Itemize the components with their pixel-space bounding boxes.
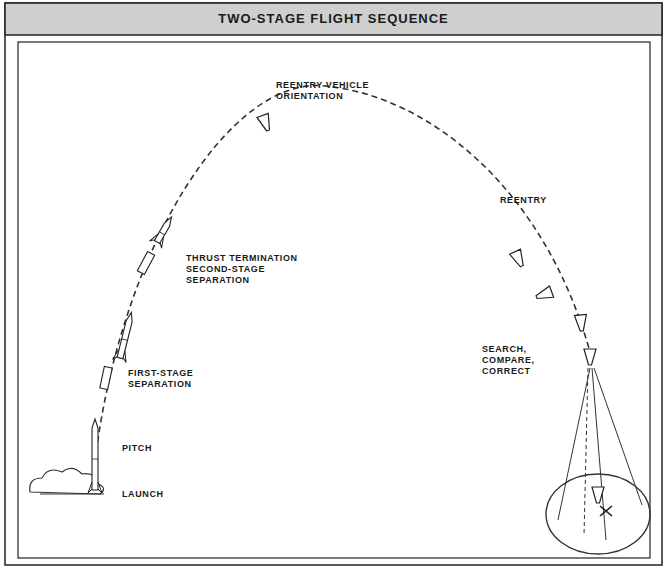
- target-area: [546, 474, 650, 554]
- target-mark: [600, 506, 612, 516]
- vehicle-group: [88, 113, 604, 503]
- stage-label: SEARCH, COMPARE, CORRECT: [482, 344, 544, 377]
- stage-label: LAUNCH: [122, 489, 192, 500]
- stage-label: REENTRY: [500, 195, 580, 206]
- diagram-title: TWO-STAGE FLIGHT SEQUENCE: [5, 11, 662, 26]
- launch-rocket: [88, 419, 102, 493]
- outer-frame: [5, 3, 662, 565]
- reentry-vehicle: [584, 349, 596, 365]
- launch-rocket-body: [92, 419, 98, 490]
- pitching-rocket-fins: [112, 349, 128, 363]
- launch-rocket-fins: [88, 482, 102, 493]
- pitching-rocket-body: [117, 312, 134, 359]
- ground-line: [40, 493, 104, 494]
- reentry-vehicle: [510, 249, 528, 269]
- search-line: [584, 368, 588, 536]
- stage-label: REENTRY VEHICLE ORIENTATION: [276, 80, 391, 102]
- pitching-rocket: [112, 311, 138, 363]
- reentry-vehicle: [592, 487, 604, 503]
- second-stage-joint: [159, 232, 164, 235]
- search-line: [592, 368, 606, 540]
- trajectory: [95, 86, 590, 462]
- pitching-rocket-joint: [122, 339, 128, 340]
- second-stage: [149, 213, 177, 248]
- spent-stage: [100, 366, 112, 389]
- second-stage-fins: [149, 232, 167, 249]
- stage-label: THRUST TERMINATION SECOND-STAGE SEPARATI…: [186, 253, 298, 286]
- spent-stage: [137, 251, 154, 274]
- stage-label: PITCH: [122, 443, 182, 454]
- title-band: [5, 3, 662, 35]
- second-stage-body: [154, 215, 174, 243]
- reentry-vehicle: [574, 315, 587, 332]
- inner-frame: [18, 42, 650, 558]
- stage-label: FIRST-STAGE SEPARATION: [128, 368, 210, 390]
- reentry-vehicle: [534, 286, 553, 303]
- reentry-vehicle: [257, 113, 274, 132]
- search-line: [594, 368, 642, 505]
- launch-rocket-joint: [92, 459, 98, 460]
